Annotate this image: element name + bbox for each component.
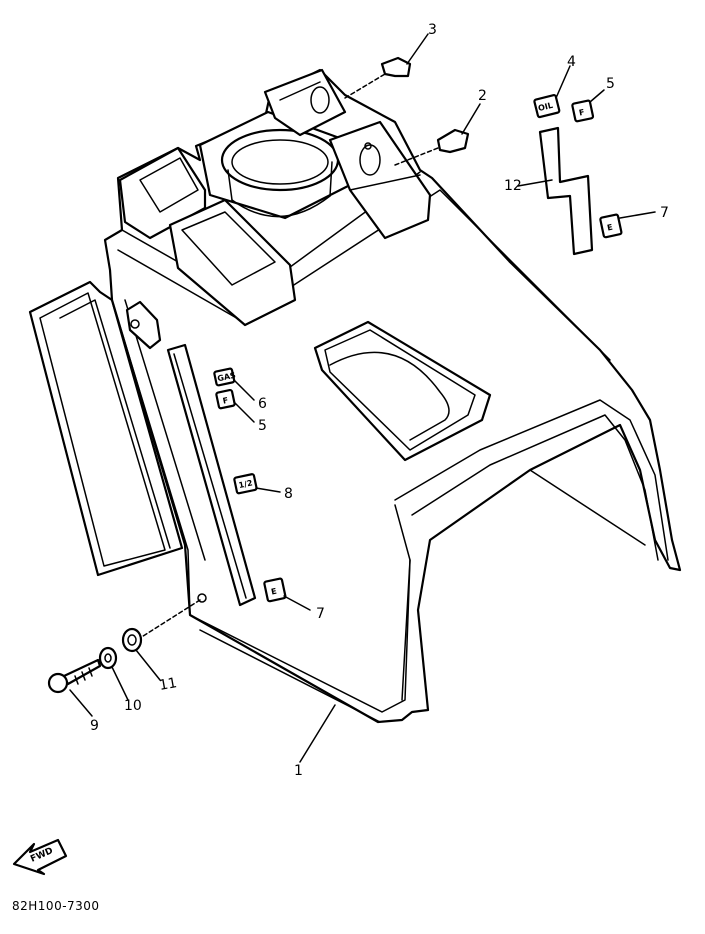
svg-text:F: F	[222, 396, 229, 406]
switch-housing-upper	[263, 68, 347, 137]
callout-4: 4	[567, 54, 576, 70]
svg-text:GAS: GAS	[217, 371, 237, 384]
callout-1: 1	[294, 763, 303, 779]
callout-3: 3	[428, 22, 437, 38]
callout-2: 2	[478, 88, 487, 104]
callout-5-side: 5	[258, 418, 267, 434]
decal-fuel-part-5: F	[571, 89, 605, 123]
leader-lines	[233, 379, 336, 763]
callout-11: 11	[158, 675, 178, 694]
decal-half: 1/2	[233, 473, 258, 495]
switch-housing-lower	[328, 120, 432, 240]
svg-text:F: F	[578, 108, 585, 118]
washer-part-10	[98, 646, 129, 701]
bolt-part-9	[47, 658, 102, 717]
svg-text:1/2: 1/2	[238, 478, 254, 490]
callout-7-top: 7	[660, 205, 669, 221]
callout-12: 12	[504, 178, 522, 194]
side-decals: GAS F 1/2 E	[213, 367, 287, 603]
dash-top	[118, 68, 492, 462]
mounting-tab	[125, 300, 162, 350]
callout-6: 6	[258, 396, 267, 412]
svg-text:OIL: OIL	[537, 101, 554, 113]
decal-oil-part-4: OIL	[533, 65, 571, 119]
knob-cover-part-2	[394, 103, 481, 166]
decal-empty-part-7: E	[599, 211, 656, 239]
decal-sheet-part-12	[517, 126, 594, 256]
callout-9: 9	[90, 718, 99, 734]
fasteners	[47, 593, 207, 717]
svg-text:E: E	[606, 223, 613, 233]
callout-5-top: 5	[606, 76, 615, 92]
callout-10: 10	[124, 698, 142, 714]
knob-cover-part-3	[344, 33, 429, 99]
part-code: 82H100-7300	[12, 899, 100, 913]
decal-gas: GAS	[213, 367, 237, 387]
callouts: 3 2 4 5 12 7 6 5 8 7 11 10 9 1	[90, 22, 669, 779]
callout-8: 8	[284, 486, 293, 502]
forward-arrow-icon: FWD	[12, 838, 68, 876]
collar-part-11	[121, 627, 161, 681]
svg-text:E: E	[270, 587, 277, 597]
callout-7-side: 7	[316, 606, 325, 622]
decal-empty-side: E	[263, 577, 287, 603]
decal-fuel-side: F	[215, 388, 236, 410]
fuel-cap-opening	[313, 320, 492, 462]
speedometer-opening	[198, 110, 352, 220]
